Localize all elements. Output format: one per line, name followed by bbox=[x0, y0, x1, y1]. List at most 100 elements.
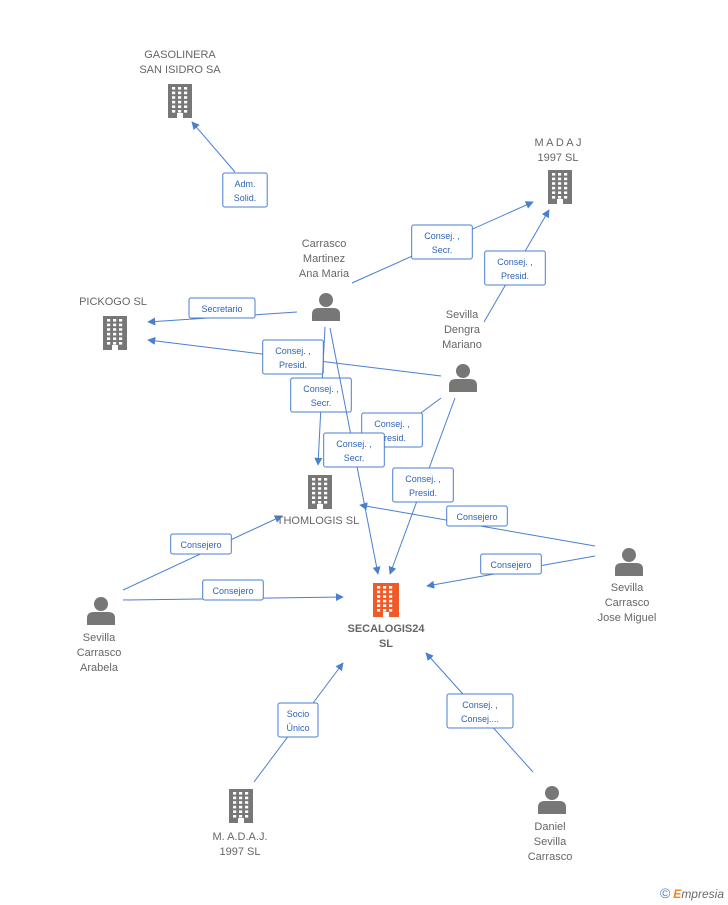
building-icon bbox=[103, 316, 127, 350]
edge-label-text: Adm. bbox=[234, 179, 255, 189]
edge-label-text: Secr. bbox=[311, 398, 332, 408]
edge-label-text: Consejero bbox=[212, 586, 253, 596]
person-icon bbox=[449, 364, 477, 392]
node-label: Ana Maria bbox=[299, 268, 350, 280]
edge-label-box[interactable] bbox=[323, 432, 385, 468]
node-label: Carrasco bbox=[77, 647, 122, 659]
edge-sevilla_arabela-to-secalogis: Consejero bbox=[122, 579, 344, 602]
edge-daniel-to-secalogis: Consej. , Consej.... bbox=[425, 652, 534, 773]
node-label: Carrasco bbox=[302, 238, 347, 250]
edge-label-text: Socio bbox=[287, 709, 310, 719]
copyright-symbol: © bbox=[659, 885, 671, 901]
edge-sevilla_dengra-to-secalogis: Consej. , Presid. bbox=[388, 397, 456, 575]
edge-sevilla_jose-to-thomlogis: Consejero bbox=[359, 502, 596, 547]
building-icon bbox=[229, 789, 253, 823]
edge-sevilla_dengra-to-pickogo: Consej. ,Presid. bbox=[147, 336, 442, 377]
edge-label-text: Consej.... bbox=[461, 714, 499, 724]
edge-label-box[interactable] bbox=[290, 377, 352, 413]
edge-label-box[interactable] bbox=[188, 297, 256, 319]
building-icon bbox=[168, 84, 192, 118]
node-label: Mariano bbox=[442, 339, 482, 351]
brand-name: mpresia bbox=[681, 887, 724, 901]
edge-sevilla_dengra-to-madaj1997: Consej. ,Presid. bbox=[483, 209, 550, 323]
node-label: Daniel bbox=[534, 821, 565, 833]
node-label: THOMLOGIS SL bbox=[277, 515, 360, 527]
node-label: Jose Miguel bbox=[598, 612, 657, 624]
edge-label-text: Consejero bbox=[456, 512, 497, 522]
node-label: Sevilla bbox=[611, 582, 644, 594]
edge-label-text: Consejero bbox=[180, 540, 221, 550]
edge-label-text: Presid. bbox=[409, 488, 437, 498]
node-madaj1997[interactable]: M A D A J 1997 SL bbox=[534, 137, 582, 204]
edge-carrasco-to-madaj1997: Consej. , Secr. bbox=[351, 201, 534, 284]
edge-label-text: Secretario bbox=[201, 304, 242, 314]
person-icon bbox=[87, 597, 115, 625]
node-label: SECALOGIS24 bbox=[347, 623, 425, 635]
node-label: Carrasco bbox=[605, 597, 650, 609]
edge-label-text: Solid. bbox=[234, 193, 257, 203]
edge-label-text: Presid. bbox=[378, 433, 406, 443]
edge-line bbox=[191, 121, 236, 173]
node-label: 1997 SL bbox=[220, 846, 261, 858]
edge-label-text: Consejero bbox=[490, 560, 531, 570]
node-thomlogis[interactable]: THOMLOGIS SL bbox=[277, 475, 360, 527]
edge-label-text: Secr. bbox=[344, 453, 365, 463]
node-label: M. A.D.A.J. bbox=[212, 831, 267, 843]
edge-carrasco-to-secalogis: Consej. , Secr. bbox=[323, 327, 385, 575]
edge-label-box[interactable] bbox=[392, 467, 454, 503]
edge-label-box[interactable] bbox=[202, 579, 264, 601]
person-icon bbox=[615, 548, 643, 576]
node-madaj_dot[interactable]: M. A.D.A.J. 1997 SL bbox=[212, 789, 268, 858]
edge-sevilla_arabela-to-thomlogis: Consejero bbox=[122, 515, 283, 591]
node-label: GASOLINERA bbox=[144, 49, 216, 61]
edge-label-box[interactable] bbox=[222, 172, 268, 208]
building-icon bbox=[373, 583, 399, 617]
edge-label-box[interactable] bbox=[480, 553, 542, 575]
edge-label-box[interactable] bbox=[484, 250, 546, 286]
node-label: SL bbox=[379, 638, 393, 650]
node-label: Dengra bbox=[444, 324, 481, 336]
node-pickogo[interactable]: PICKOGO SL bbox=[79, 296, 147, 350]
edge-carrasco-to-thomlogis: Consej. , Secr. bbox=[290, 326, 352, 466]
node-label: 1997 SL bbox=[538, 152, 579, 164]
node-label: Sevilla bbox=[83, 632, 116, 644]
edge-label-text: Consej. , bbox=[336, 439, 372, 449]
edges-layer: Adm.Solid.Consej. ,Secr.Consej. ,Presid.… bbox=[122, 121, 596, 783]
node-label: Sevilla bbox=[534, 836, 567, 848]
edge-label-text: Consej. , bbox=[462, 700, 498, 710]
edge-label-box[interactable] bbox=[446, 505, 508, 527]
node-label: Sevilla bbox=[446, 309, 479, 321]
edge-label-text: Único bbox=[286, 723, 309, 733]
edge-label-box[interactable] bbox=[411, 224, 473, 260]
node-label: PICKOGO SL bbox=[79, 296, 147, 308]
edge-label-box[interactable] bbox=[446, 693, 514, 729]
edge-label-text: Consej. , bbox=[275, 346, 311, 356]
building-icon bbox=[548, 170, 572, 204]
edge-label-box[interactable] bbox=[170, 533, 232, 555]
edge-label-box[interactable] bbox=[277, 702, 319, 738]
edge-sevilla_jose-to-secalogis: Consejero bbox=[426, 553, 596, 589]
edge-label-text: Consej. , bbox=[497, 257, 533, 267]
edge-label-text: Secr. bbox=[432, 245, 453, 255]
edge-label-text: Consej. , bbox=[374, 419, 410, 429]
brand-logo-initial: E bbox=[673, 887, 682, 901]
node-label: Arabela bbox=[80, 662, 119, 674]
edge-label-text: Consej. , bbox=[424, 231, 460, 241]
node-label: M A D A J bbox=[534, 137, 581, 149]
person-icon bbox=[538, 786, 566, 814]
node-label: Carrasco bbox=[528, 851, 573, 863]
edge-label-text: Consej. , bbox=[303, 384, 339, 394]
edge-label-text: Consej. , bbox=[405, 474, 441, 484]
edge-carrasco-to-gasolinera: Adm. Solid. bbox=[191, 121, 268, 208]
brand-footer: ©Empresia bbox=[660, 885, 724, 901]
node-label: Martinez bbox=[303, 253, 345, 265]
